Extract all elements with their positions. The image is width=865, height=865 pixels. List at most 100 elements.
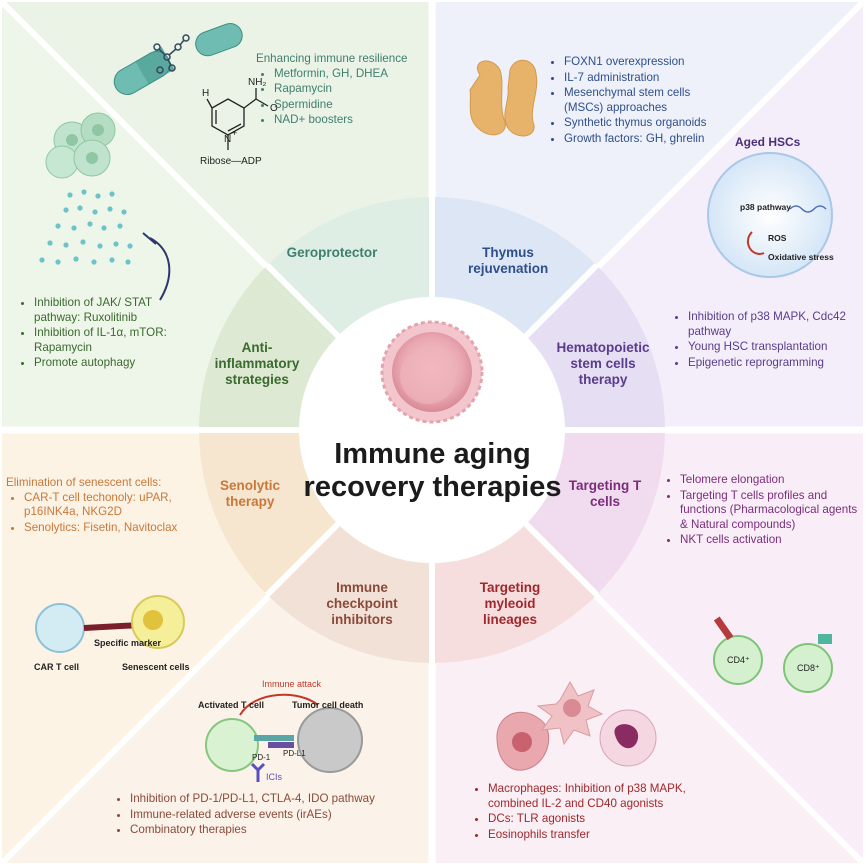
- list-item: Eosinophils transfer: [488, 828, 730, 843]
- checkpoint-pd1-label: PD-1: [252, 753, 271, 762]
- list-item: Immune-related adverse events (irAEs): [130, 808, 412, 823]
- list-item: FOXN1 overexpression: [564, 55, 726, 70]
- geroprotector-list: Metformin, GH, DHEA Rapamycin Spermidine…: [256, 67, 426, 128]
- cd4-cell-icon: [713, 616, 763, 685]
- senolytic-car-label: CAR T cell: [34, 662, 79, 672]
- list-item: Macrophages: Inhibition of p38 MAPK, com…: [488, 782, 730, 811]
- activated-t-cell-icon: [205, 718, 259, 772]
- list-item: Telomere elongation: [680, 473, 862, 488]
- cd8-cell-icon: [783, 634, 833, 693]
- myeloid-list: Macrophages: Inhibition of p38 MAPK, com…: [470, 782, 730, 842]
- immune-attack-arrow: [239, 693, 319, 716]
- senolytic-heading: Elimination of senescent cells:: [6, 476, 162, 489]
- macrophage-icon: [496, 711, 550, 771]
- senolytic-text: Elimination of senescent cells: CAR-T ce…: [6, 476, 206, 536]
- checkpoint-death-label: Tumor cell death: [292, 700, 363, 710]
- car-t-cell-icon: [35, 603, 85, 653]
- checkpoint-attack-label: Immune attack: [262, 679, 322, 689]
- list-item: Senolytics: Fisetin, Navitoclax: [24, 521, 206, 536]
- thymus-text: FOXN1 overexpression IL-7 administration…: [546, 55, 726, 148]
- senolytic-marker-label: Specific marker: [94, 638, 162, 648]
- segment-label-geroprotector: Geroprotector: [286, 245, 378, 260]
- segment-label-anti-inflammatory: Anti-inflammatory strategies: [214, 340, 300, 387]
- list-item: Growth factors: GH, ghrelin: [564, 132, 726, 147]
- segment-label-targeting-t: Targeting T cells: [568, 478, 642, 509]
- segment-label-myeloid: Targeting myleoid lineages: [479, 580, 541, 627]
- list-item: Epigenetic reprogramming: [688, 356, 860, 371]
- list-item: Targeting T cells profiles and functions…: [680, 489, 862, 533]
- inflamed-cells-icon: [45, 112, 116, 179]
- hsc-ros-label: ROS: [768, 233, 787, 243]
- list-item: Synthetic thymus organoids: [564, 116, 726, 131]
- center-circle: [299, 297, 565, 563]
- central-immune-cell: [380, 320, 484, 424]
- list-item: Rapamycin: [274, 82, 426, 97]
- nad-ribose-label: Ribose—ADP: [200, 156, 262, 167]
- segment-label-checkpoint: Immune checkpoint inhibitors: [326, 580, 398, 627]
- geroprotector-text: Enhancing immune resilience Metformin, G…: [256, 52, 426, 129]
- list-item: Inhibition of PD-1/PD-L1, CTLA-4, IDO pa…: [130, 792, 412, 807]
- list-item: Metformin, GH, DHEA: [274, 67, 426, 82]
- list-item: Young HSC transplantation: [688, 340, 860, 355]
- nad-o-label: O: [270, 103, 278, 114]
- list-item: Mesenchymal stem cells (MSCs) approaches: [564, 86, 726, 115]
- hsc-p38-label: p38 pathway: [740, 202, 791, 212]
- list-item: Inhibition of IL-1α, mTOR: Rapamycin: [34, 326, 186, 355]
- hsc-oxidative-label: Oxidative stress: [768, 252, 834, 262]
- segment-label-senolytic: Senolytic therapy: [219, 478, 281, 509]
- nad-structure-icon: [206, 88, 269, 150]
- main-title: Immune aging recovery therapies: [303, 438, 562, 503]
- pdl1-ligand-icon: [268, 742, 294, 748]
- cytokine-dots-icon: [39, 189, 133, 265]
- capsule-icon: [195, 23, 243, 57]
- senescent-nucleus-icon: [143, 610, 163, 630]
- eosinophil-icon: [599, 709, 657, 767]
- checkpoint-activated-label: Activated T cell: [198, 700, 264, 710]
- cd8-label: CD8⁺: [797, 663, 820, 673]
- cd4-label: CD4⁺: [727, 655, 750, 665]
- anti-inflammatory-list: Inhibition of JAK/ STAT pathway: Ruxolit…: [16, 296, 186, 371]
- tumor-cell-icon: [297, 707, 363, 773]
- list-item: IL-7 administration: [564, 71, 726, 86]
- list-item: Inhibition of p38 MAPK, Cdc42 pathway: [688, 310, 860, 339]
- checkpoint-list: Inhibition of PD-1/PD-L1, CTLA-4, IDO pa…: [112, 792, 412, 838]
- senolytic-senescent-label: Senescent cells: [122, 662, 190, 672]
- thymus-list: FOXN1 overexpression IL-7 administration…: [546, 55, 726, 147]
- list-item: CAR-T cell techonoly: uPAR, p16INK4a, NK…: [24, 491, 206, 520]
- list-item: Combinatory therapies: [130, 823, 412, 838]
- aged-hsc-cell: [707, 152, 833, 278]
- hsc-text: Inhibition of p38 MAPK, Cdc42 pathway Yo…: [670, 310, 860, 371]
- myeloid-text: Macrophages: Inhibition of p38 MAPK, com…: [470, 782, 730, 843]
- list-item: NAD+ boosters: [274, 113, 426, 128]
- hsc-box-title: Aged HSCs: [735, 135, 801, 149]
- nad-h-label: H: [202, 88, 209, 99]
- list-item: Spermidine: [274, 98, 426, 113]
- nad-plus-label: +: [232, 128, 237, 138]
- list-item: Inhibition of JAK/ STAT pathway: Ruxolit…: [34, 296, 186, 325]
- senolytic-list: CAR-T cell techonoly: uPAR, p16INK4a, NK…: [6, 491, 206, 536]
- hsc-list: Inhibition of p38 MAPK, Cdc42 pathway Yo…: [670, 310, 860, 370]
- segment-label-hsc: Hematopoietic stem cells therapy: [556, 340, 650, 387]
- thymus-icon: [469, 59, 538, 137]
- checkpoint-pdl1-label: PD-L1: [283, 749, 306, 758]
- list-item: NKT cells activation: [680, 533, 862, 548]
- dendritic-cell-icon: [536, 680, 604, 746]
- checkpoint-text: Inhibition of PD-1/PD-L1, CTLA-4, IDO pa…: [112, 792, 412, 839]
- list-item: Promote autophagy: [34, 356, 186, 371]
- molecule-icon: [153, 34, 190, 74]
- dna-icon: [789, 205, 827, 213]
- checkpoint-icis-label: ICIs: [266, 772, 283, 782]
- anti-inflammatory-text: Inhibition of JAK/ STAT pathway: Ruxolit…: [16, 296, 186, 372]
- targeting-t-text: Telomere elongation Targeting T cells pr…: [662, 473, 862, 549]
- pd1-receptor-icon: [254, 735, 294, 741]
- nad-n-label: N: [224, 134, 231, 145]
- nad-nh2-label: NH₂: [248, 77, 266, 88]
- ici-antibody-icon: [250, 762, 266, 782]
- list-item: DCs: TLR agonists: [488, 812, 730, 827]
- geroprotector-heading: Enhancing immune resilience: [256, 52, 408, 65]
- inhibition-arrow-icon: [142, 232, 171, 301]
- car-receptor-icon: [83, 622, 141, 631]
- segment-label-thymus: Thymus rejuvenation: [468, 245, 549, 276]
- ros-arrow-icon: [746, 231, 765, 255]
